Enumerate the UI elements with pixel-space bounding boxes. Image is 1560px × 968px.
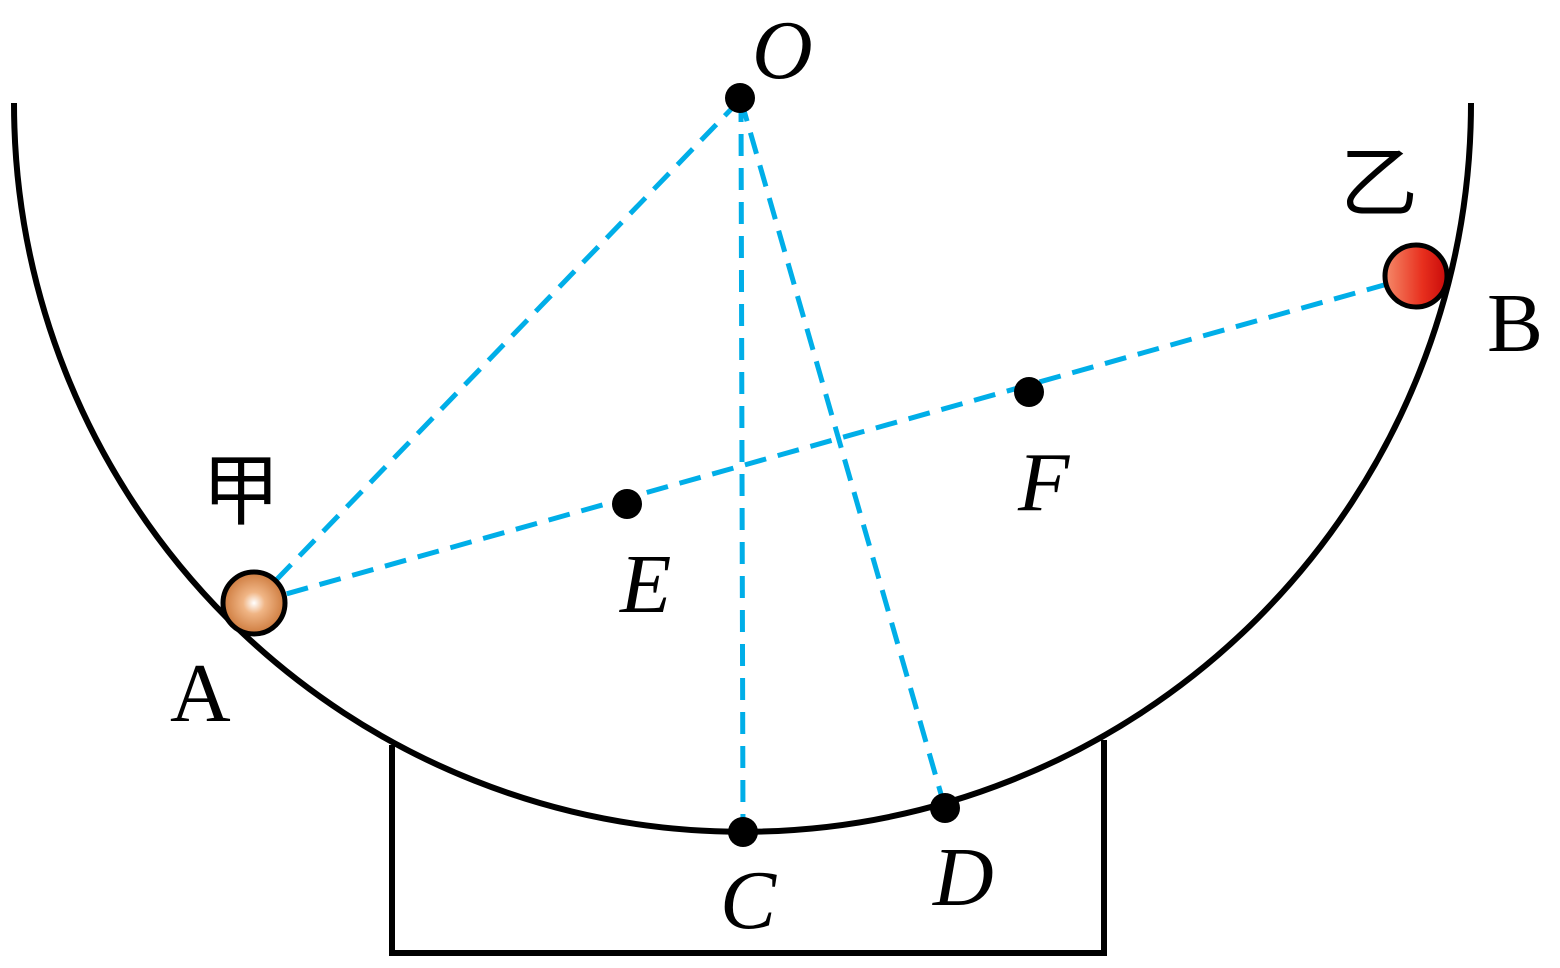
point-D [930, 793, 960, 823]
label-D: D [932, 831, 994, 924]
label-F: F [1017, 436, 1071, 529]
label-O: O [752, 4, 813, 97]
point-C [728, 817, 758, 847]
line-OA [252, 98, 742, 605]
point-O [725, 83, 755, 113]
point-F [1014, 377, 1044, 407]
line-OC [738, 99, 746, 833]
line-OD [738, 99, 948, 809]
point-E [612, 489, 642, 519]
label-E: E [619, 538, 671, 631]
ball-yi [1382, 242, 1450, 310]
label-B: B [1487, 277, 1543, 370]
ball-jia [220, 569, 288, 637]
label-jia: 甲 [202, 448, 280, 535]
label-A: A [170, 647, 231, 740]
label-C: C [720, 854, 777, 947]
bowl-stand [389, 740, 1107, 956]
line-AB [253, 273, 1417, 606]
label-yi: 乙 [1340, 140, 1418, 227]
